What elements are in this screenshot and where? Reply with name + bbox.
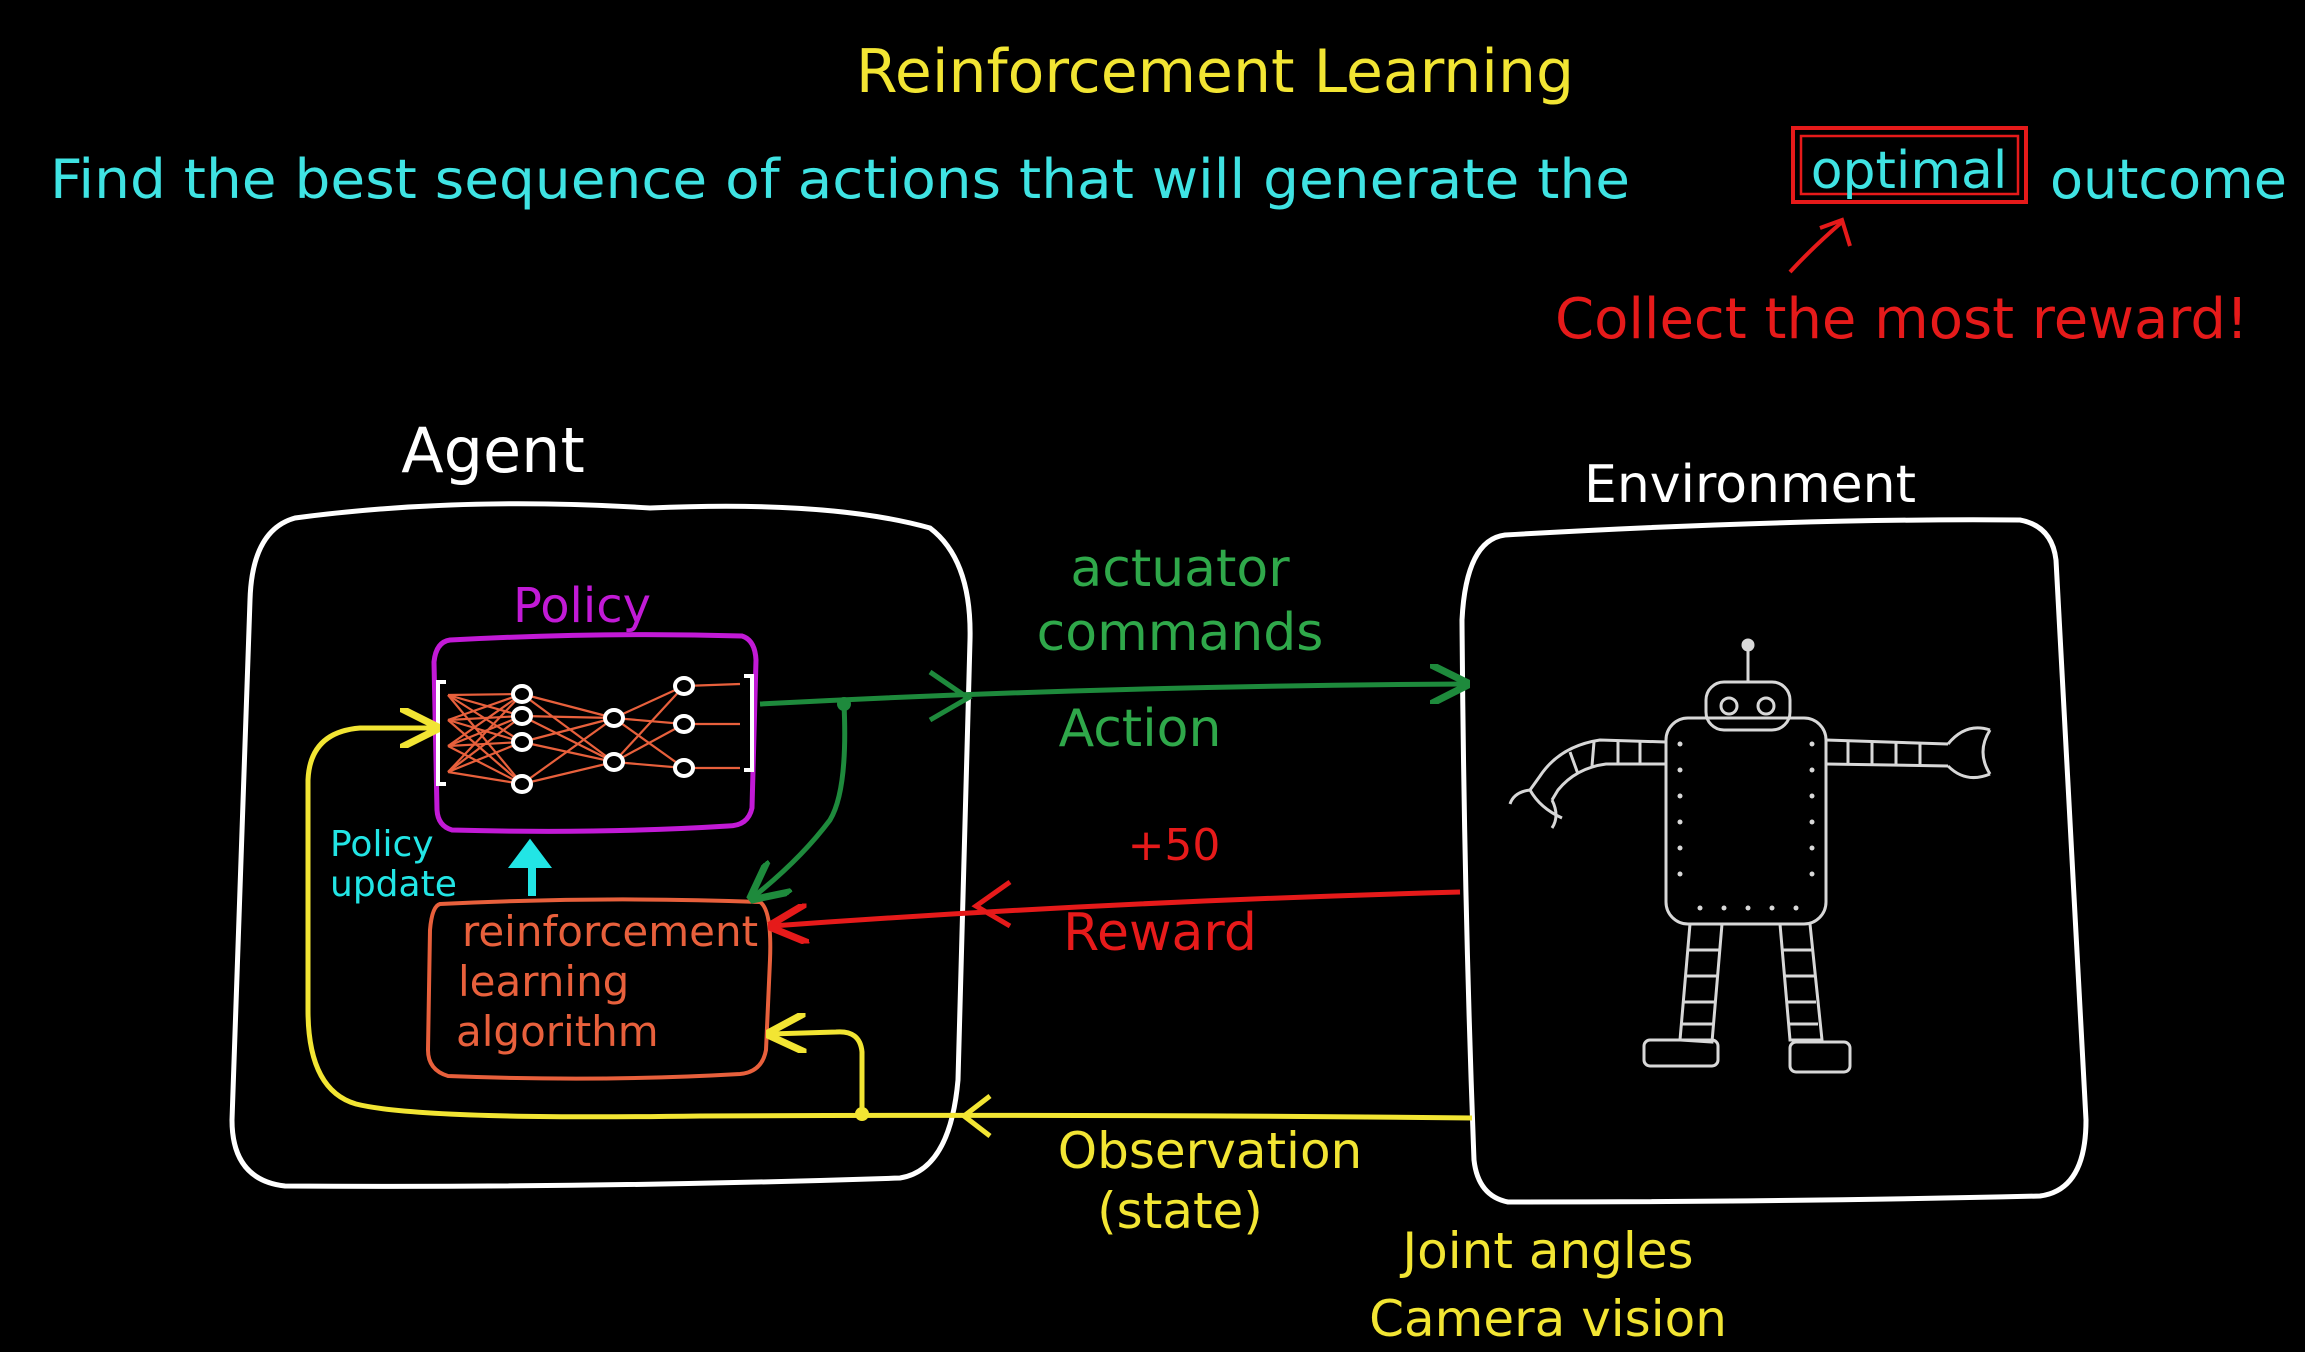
policy-label: Policy	[513, 578, 651, 634]
observation-label-1: Observation	[1058, 1122, 1362, 1180]
action-label-top-2: commands	[1037, 603, 1324, 663]
page-title: Reinforcement Learning	[856, 37, 1574, 107]
reward-note: Collect the most reward!	[1555, 287, 2248, 352]
environment-box	[1459, 517, 2089, 1205]
reward-arrow-agent-boundary	[971, 879, 1012, 929]
policy-box	[431, 632, 759, 834]
note-arrow	[1788, 220, 1844, 274]
observation-arrow-to-agent	[305, 728, 1473, 1121]
agent-box	[229, 501, 973, 1189]
reward-value: +50	[1128, 820, 1221, 871]
observation-label-2: (state)	[1097, 1182, 1263, 1240]
action-branch-to-algorithm	[752, 703, 848, 898]
subtitle-highlight: optimal	[1811, 141, 2008, 201]
robot-icon	[1508, 638, 1992, 1074]
observation-branch-junction	[855, 1107, 869, 1121]
action-label: Action	[1059, 699, 1222, 759]
policy-update-line-1: Policy	[330, 824, 434, 865]
observation-example-2: Camera vision	[1369, 1290, 1727, 1348]
observation-example-1: Joint angles	[1399, 1222, 1693, 1280]
rl-algorithm-line-3: algorithm	[456, 1007, 659, 1056]
optimal-highlight-box	[1791, 126, 2028, 204]
reward-label: Reward	[1063, 903, 1257, 963]
rl-algorithm-box	[425, 897, 773, 1081]
action-branch-junction	[837, 697, 851, 711]
reward-arrow-to-algorithm	[772, 889, 1461, 926]
policy-update-line-2: update	[330, 864, 457, 905]
policy-update-arrow-icon	[508, 838, 552, 896]
observation-branch-to-algorithm	[770, 1032, 865, 1114]
subtitle-after: outcome	[2050, 148, 2287, 211]
observation-arrow-agent-boundary	[959, 1094, 992, 1138]
environment-label: Environment	[1584, 455, 1916, 515]
optimal-highlight-box-inner	[1799, 134, 2020, 196]
rl-algorithm-line-1: reinforcement	[462, 907, 758, 956]
agent-label: Agent	[401, 414, 585, 487]
action-arrow-agent-boundary	[928, 669, 973, 723]
action-label-top-1: actuator	[1070, 539, 1290, 599]
neural-network-icon	[436, 674, 754, 794]
subtitle-before: Find the best sequence of actions that w…	[50, 148, 1630, 211]
note-arrowhead	[1819, 217, 1852, 247]
rl-algorithm-line-2: learning	[458, 957, 629, 1006]
action-arrow-to-environment	[759, 684, 1466, 707]
